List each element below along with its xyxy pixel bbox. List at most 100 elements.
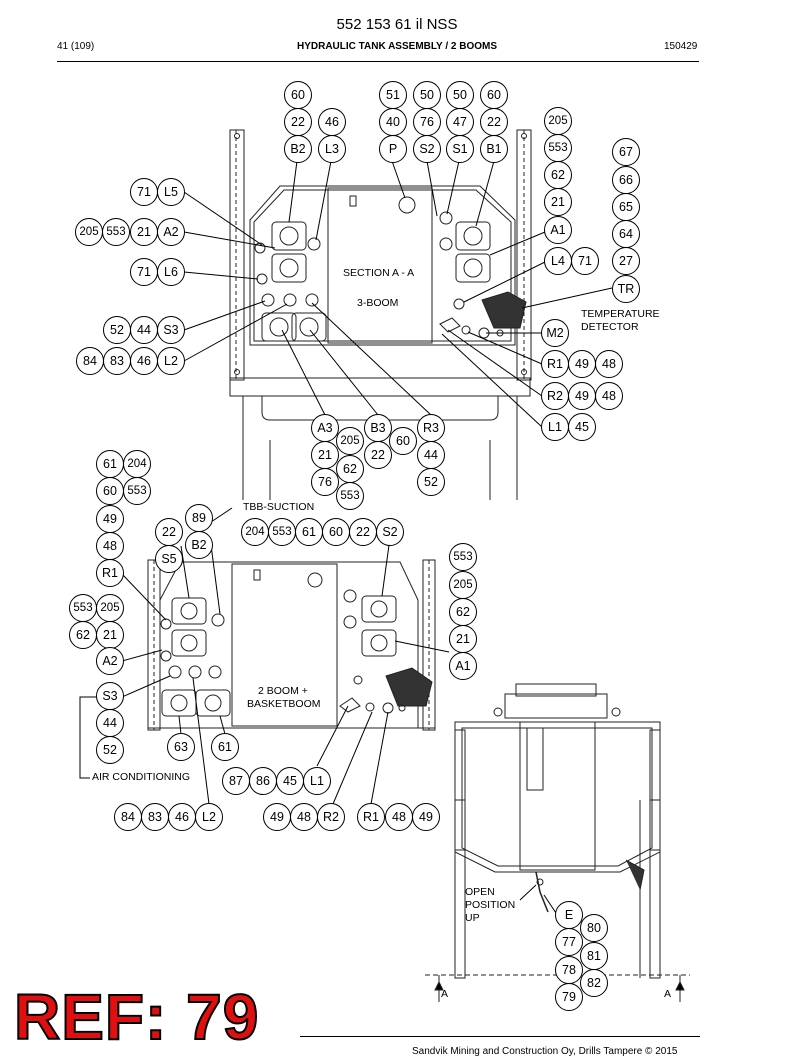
callout-bubble: B1: [480, 135, 508, 163]
callout-bubble: 78: [555, 956, 583, 984]
callout-bubble: 61: [211, 733, 239, 761]
view-label-2: BASKETBOOM: [247, 698, 321, 710]
callout-bubble: 83: [103, 347, 131, 375]
callout-bubble: 80: [580, 914, 608, 942]
callout-bubble: L4: [544, 247, 572, 275]
callout-bubble: 205: [544, 107, 572, 135]
callout-bubble: 62: [544, 161, 572, 189]
section-mark-right: A: [664, 988, 672, 1000]
callout-bubble: 89: [185, 504, 213, 532]
section-mark-left: A: [441, 988, 449, 1000]
open-position-label-2: POSITION: [465, 899, 516, 911]
callout-bubble: S2: [413, 135, 441, 163]
callout-bubble: S3: [96, 682, 124, 710]
callout-bubble: 47: [446, 108, 474, 136]
callout-bubble: 553: [123, 477, 151, 505]
callout-bubble: 44: [130, 316, 158, 344]
callout-bubble: 22: [364, 441, 392, 469]
temperature-detector-label-1: TEMPERATURE: [581, 308, 660, 320]
callout-bubble: M2: [541, 319, 569, 347]
callout-bubble: R2: [541, 382, 569, 410]
callout-bubble: R3: [417, 414, 445, 442]
callout-bubble: 22: [284, 108, 312, 136]
callout-bubble: 45: [276, 767, 304, 795]
callout-bubble: 81: [580, 942, 608, 970]
callout-bubble: TR: [612, 275, 640, 303]
callout-bubble: 49: [96, 505, 124, 533]
callout-bubble: 205: [75, 218, 103, 246]
callout-bubble: B2: [284, 135, 312, 163]
callout-bubble: L5: [157, 178, 185, 206]
callout-bubble: 48: [595, 382, 623, 410]
callout-bubble: 44: [96, 709, 124, 737]
reference-stamp: REF: 79: [13, 980, 260, 1054]
callout-bubble: 60: [480, 81, 508, 109]
callout-bubble: 48: [290, 803, 318, 831]
callout-bubble: 60: [284, 81, 312, 109]
callout-bubble: 76: [413, 108, 441, 136]
callout-bubble: 63: [167, 733, 195, 761]
callout-bubble: 87: [222, 767, 250, 795]
callout-bubble: 553: [336, 482, 364, 510]
callout-bubble: 64: [612, 220, 640, 248]
bottom-view-leaders: [79, 507, 450, 805]
callout-bubble: 49: [263, 803, 291, 831]
view-label-1: 2 BOOM +: [258, 685, 308, 697]
callout-bubble: 71: [130, 258, 158, 286]
callout-bubble: A3: [311, 414, 339, 442]
callout-bubble: 52: [103, 316, 131, 344]
callout-bubble: 62: [336, 455, 364, 483]
callout-bubble: 21: [544, 188, 572, 216]
callout-bubble: 61: [96, 450, 124, 478]
callout-bubble: A1: [449, 652, 477, 680]
date-code: 150429: [664, 41, 698, 52]
callout-bubble: 205: [336, 427, 364, 455]
callout-bubble: 82: [580, 969, 608, 997]
side-view-linework: [425, 683, 690, 1002]
top-view-linework: [229, 129, 532, 500]
callout-bubble: 62: [69, 621, 97, 649]
callout-bubble: 553: [102, 218, 130, 246]
callout-bubble: 84: [76, 347, 104, 375]
callout-bubble: L2: [157, 347, 185, 375]
callout-bubble: 21: [130, 218, 158, 246]
callout-bubble: 52: [96, 736, 124, 764]
callout-bubble: 48: [96, 532, 124, 560]
callout-bubble: 60: [96, 477, 124, 505]
callout-bubble: 71: [130, 178, 158, 206]
callout-bubble: A2: [96, 647, 124, 675]
boom-config-label: 3-BOOM: [357, 297, 399, 309]
callout-bubble: 61: [295, 518, 323, 546]
callout-bubble: 48: [385, 803, 413, 831]
callout-bubble: E: [555, 901, 583, 929]
callout-bubble: 48: [595, 350, 623, 378]
callout-bubble: L6: [157, 258, 185, 286]
callout-bubble: P: [379, 135, 407, 163]
temperature-detector-label-2: DETECTOR: [581, 321, 639, 333]
callout-bubble: A2: [157, 218, 185, 246]
page-title: HYDRAULIC TANK ASSEMBLY / 2 BOOMS: [296, 41, 498, 52]
callout-bubble: 27: [612, 247, 640, 275]
callout-bubble: 49: [412, 803, 440, 831]
callout-bubble: S3: [157, 316, 185, 344]
callout-bubble: 77: [555, 928, 583, 956]
callout-bubble: 60: [389, 427, 417, 455]
callout-bubble: 49: [568, 350, 596, 378]
callout-bubble: 21: [449, 625, 477, 653]
callout-bubble: 52: [417, 468, 445, 496]
callout-bubble: 71: [571, 247, 599, 275]
document-number: 552 153 61 il NSS: [336, 16, 458, 33]
callout-bubble: L3: [318, 135, 346, 163]
header-rule: [57, 61, 699, 62]
callout-bubble: 50: [446, 81, 474, 109]
callout-bubble: 22: [155, 518, 183, 546]
callout-bubble: 60: [322, 518, 350, 546]
callout-bubble: 21: [311, 441, 339, 469]
footer-copyright: Sandvik Mining and Construction Oy, Dril…: [412, 1046, 678, 1057]
callout-bubble: 84: [114, 803, 142, 831]
callout-bubble: B3: [364, 414, 392, 442]
callout-bubble: 49: [568, 382, 596, 410]
callout-bubble: 65: [612, 193, 640, 221]
callout-bubble: 44: [417, 441, 445, 469]
callout-bubble: 553: [268, 518, 296, 546]
